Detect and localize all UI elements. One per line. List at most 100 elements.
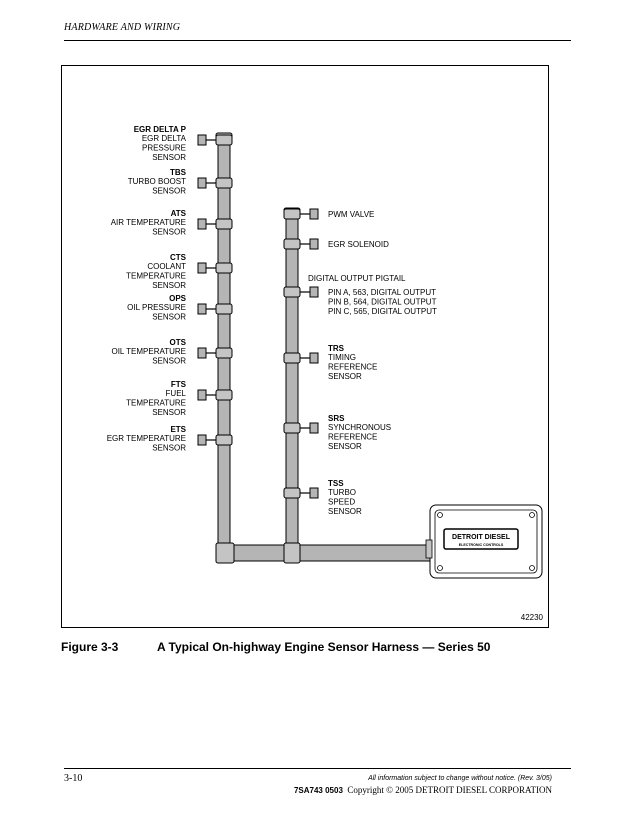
harness-clamp bbox=[283, 487, 301, 499]
pigtail-label: DIGITAL OUTPUT PIGTAIL bbox=[308, 274, 406, 283]
sensor-abbreviation: TRS bbox=[328, 344, 345, 353]
sensor-abbreviation: ETS bbox=[170, 425, 186, 434]
sensor-connector bbox=[309, 352, 319, 364]
sensor-connector bbox=[197, 134, 207, 146]
section-header: HARDWARE AND WIRING bbox=[64, 22, 181, 33]
sensor-description-line: AIR TEMPERATURE bbox=[111, 218, 186, 227]
item-description-line: SENSOR bbox=[328, 507, 362, 516]
sensor-description-line: SENSOR bbox=[152, 444, 186, 453]
page-number: 3-10 bbox=[64, 773, 83, 784]
sensor-description-line: SENSOR bbox=[152, 408, 186, 417]
harness-clamp bbox=[283, 422, 301, 434]
sensor-description-line: TURBO BOOST bbox=[128, 177, 186, 186]
figure-number: Figure 3-3 bbox=[61, 640, 119, 654]
item-description-line: PIN A, 563, DIGITAL OUTPUT bbox=[328, 288, 436, 297]
sensor-description-line: SENSOR bbox=[152, 187, 186, 196]
sensor-abbreviation: EGR DELTA P bbox=[134, 125, 187, 134]
ecm-bolt-bottom-right bbox=[529, 565, 535, 571]
footer-rule bbox=[64, 768, 571, 769]
right-item-1: EGR SOLENOID bbox=[283, 238, 389, 250]
sensor-description-line: OIL TEMPERATURE bbox=[111, 347, 186, 356]
sensor-description-line: TEMPERATURE bbox=[126, 272, 186, 281]
harness-clamp bbox=[283, 286, 301, 298]
sensor-connector bbox=[197, 389, 207, 401]
harness-clamp bbox=[283, 208, 301, 220]
ecm-bolt-top-right bbox=[529, 512, 535, 518]
right-item-0: PWM VALVE bbox=[283, 208, 374, 220]
sensor-connector bbox=[197, 434, 207, 446]
sensor-description-line: SENSOR bbox=[152, 228, 186, 237]
item-description-line: TIMING bbox=[328, 353, 356, 362]
sensor-connector bbox=[197, 303, 207, 315]
figure-frame bbox=[61, 65, 549, 628]
ecm-subtitle: ELECTRONIC CONTROLS bbox=[459, 543, 504, 547]
sensor-description-line: SENSOR bbox=[152, 281, 186, 290]
harness-clamp bbox=[215, 389, 233, 401]
item-description-line: SYNCHRONOUS bbox=[328, 423, 391, 432]
harness-clamp bbox=[215, 434, 233, 446]
sensor-abbreviation: SRS bbox=[328, 414, 345, 423]
figure-title: A Typical On-highway Engine Sensor Harne… bbox=[157, 640, 491, 654]
item-description-line: SENSOR bbox=[328, 372, 362, 381]
item-description-line: TURBO bbox=[328, 488, 356, 497]
doc-number: 7SA743 0503 bbox=[293, 786, 343, 795]
main-harness-trunk bbox=[215, 544, 431, 562]
sensor-abbreviation: OTS bbox=[170, 338, 187, 347]
sensor-description-line: TEMPERATURE bbox=[126, 399, 186, 408]
sensor-connector bbox=[197, 218, 207, 230]
item-description-line: EGR SOLENOID bbox=[328, 240, 389, 249]
sensor-description-line: EGR TEMPERATURE bbox=[107, 434, 186, 443]
ecm-brand: DETROIT DIESEL bbox=[452, 534, 511, 541]
sensor-description-line: OIL PRESSURE bbox=[127, 303, 186, 312]
harness-clamp bbox=[283, 352, 301, 364]
item-description-line: REFERENCE bbox=[328, 363, 377, 372]
change-notice: All information subject to change withou… bbox=[368, 775, 552, 782]
sensor-connector bbox=[309, 238, 319, 250]
copyright-line: 7SA743 0503 Copyright © 2005 DETROIT DIE… bbox=[294, 785, 552, 795]
harness-clamp bbox=[283, 238, 301, 250]
sensor-abbreviation: CTS bbox=[170, 253, 187, 262]
sensor-description-line: FUEL bbox=[166, 389, 187, 398]
harness-clamp bbox=[215, 177, 233, 189]
sensor-connector bbox=[309, 286, 319, 298]
main-harness-clamp-left bbox=[215, 542, 235, 564]
harness-clamp bbox=[215, 347, 233, 359]
sensor-connector bbox=[197, 177, 207, 189]
ecm-logo-plate bbox=[443, 528, 519, 550]
sensor-abbreviation: ATS bbox=[171, 209, 187, 218]
ecm-bracket-left bbox=[425, 539, 433, 559]
item-description-line: SENSOR bbox=[328, 442, 362, 451]
sensor-connector bbox=[197, 347, 207, 359]
drawing-number: 42230 bbox=[521, 613, 544, 622]
sensor-description-line: SENSOR bbox=[152, 153, 186, 162]
sensor-description-line: COOLANT bbox=[147, 262, 186, 271]
ecm-bolt-top-left bbox=[437, 512, 443, 518]
item-description-line: REFERENCE bbox=[328, 433, 377, 442]
copyright-text: Copyright © 2005 DETROIT DIESEL CORPORAT… bbox=[347, 785, 552, 795]
sensor-description-line: EGR DELTA bbox=[142, 134, 187, 143]
sensor-connector bbox=[197, 262, 207, 274]
ecm-bolt-bottom-left bbox=[437, 565, 443, 571]
sensor-abbreviation: OPS bbox=[169, 294, 187, 303]
right-harness-trunk bbox=[285, 210, 299, 560]
sensor-connector bbox=[309, 487, 319, 499]
harness-clamp bbox=[215, 262, 233, 274]
item-description-line: PIN B, 564, DIGITAL OUTPUT bbox=[328, 298, 437, 307]
item-description-line: PIN C, 565, DIGITAL OUTPUT bbox=[328, 307, 437, 316]
harness-clamp bbox=[215, 218, 233, 230]
harness-clamp bbox=[215, 303, 233, 315]
sensor-abbreviation: FTS bbox=[171, 380, 187, 389]
sensor-description-line: SENSOR bbox=[152, 313, 186, 322]
sensor-description-line: PRESSURE bbox=[142, 144, 186, 153]
item-description-line: SPEED bbox=[328, 498, 355, 507]
